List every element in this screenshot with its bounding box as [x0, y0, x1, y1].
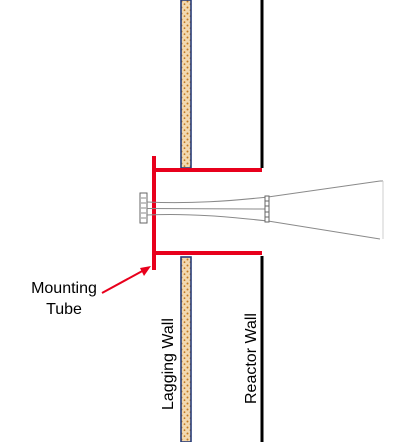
mounting-tube-label-line2: Tube	[46, 301, 82, 318]
mounting-tube-arrow	[101, 266, 151, 294]
mounting-tube	[152, 156, 262, 270]
mounting-tube-label-line1: Mounting	[31, 280, 97, 297]
probe	[139, 180, 384, 240]
lagging-wall-upper	[180, 0, 192, 169]
reactor-wall-label: Reactor Wall	[243, 313, 260, 404]
lagging-wall-label: Lagging Wall	[160, 318, 177, 410]
lagging-wall-lower	[180, 256, 192, 443]
